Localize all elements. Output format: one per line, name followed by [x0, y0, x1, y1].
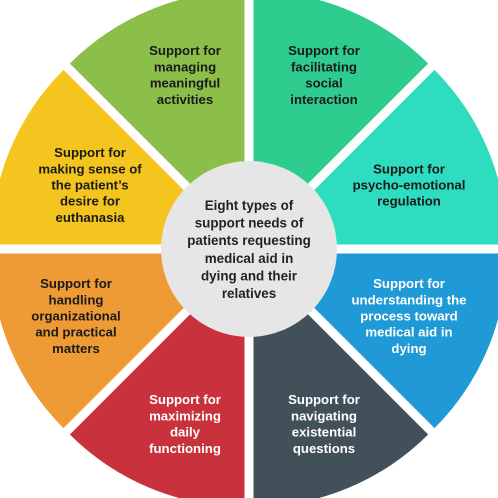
segment-label-line: and practical [35, 325, 116, 340]
segment-label-line: medical aid in [365, 325, 452, 340]
segment-label-line: regulation [377, 194, 441, 209]
segment-label-line: process toward [360, 309, 457, 324]
segment-label-line: Support for [373, 276, 445, 291]
center-title-line: patients requesting [187, 233, 311, 248]
segment-label-line: organizational [31, 309, 120, 324]
center-title-line: support needs of [195, 216, 304, 231]
segment-label-line: Support for [149, 43, 221, 58]
center-title-line: Eight types of [205, 198, 294, 213]
segment-label-line: making sense of [38, 161, 142, 176]
center-title-line: relatives [222, 286, 276, 301]
segment-label-line: psycho-emotional [353, 178, 466, 193]
segment-label-line: Support for [373, 161, 445, 176]
segment-label-line: matters [52, 341, 100, 356]
segment-label-line: maximizing [149, 408, 221, 423]
segment-label-line: existential [292, 425, 357, 440]
segment-label-line: navigating [291, 408, 357, 423]
segment-label-line: the patient’s [51, 178, 128, 193]
segment-label-line: activities [157, 92, 213, 107]
segment-label-line: facilitating [291, 59, 357, 74]
center-title-line: dying and their [201, 268, 298, 283]
segment-label-line: daily [170, 425, 201, 440]
segment-label-line: Support for [54, 145, 126, 160]
segment-label-line: dying [391, 341, 426, 356]
center-title: Eight types of support needs of patients r… [187, 198, 311, 301]
segment-label-line: Support for [288, 392, 360, 407]
segment-label-line: handling [49, 292, 104, 307]
center-circle [161, 161, 337, 337]
center-hub: Eight types of support needs of patients r… [161, 161, 337, 337]
segment-label-line: managing [154, 59, 216, 74]
segment-label-line: questions [293, 441, 355, 456]
segment-label-line: desire for [60, 194, 120, 209]
segment-label-line: Support for [288, 43, 360, 58]
segment-label-line: euthanasia [56, 210, 126, 225]
segment-label-line: Support for [149, 392, 221, 407]
segment-label-line: Support for [40, 276, 112, 291]
segment-label-line: interaction [290, 92, 357, 107]
segment-label-line: meaningful [150, 76, 220, 91]
center-title-line: medical aid in [205, 251, 294, 266]
segment-label-line: understanding the [351, 292, 466, 307]
segment-label-line: functioning [149, 441, 221, 456]
segment-label-line: social [305, 76, 342, 91]
